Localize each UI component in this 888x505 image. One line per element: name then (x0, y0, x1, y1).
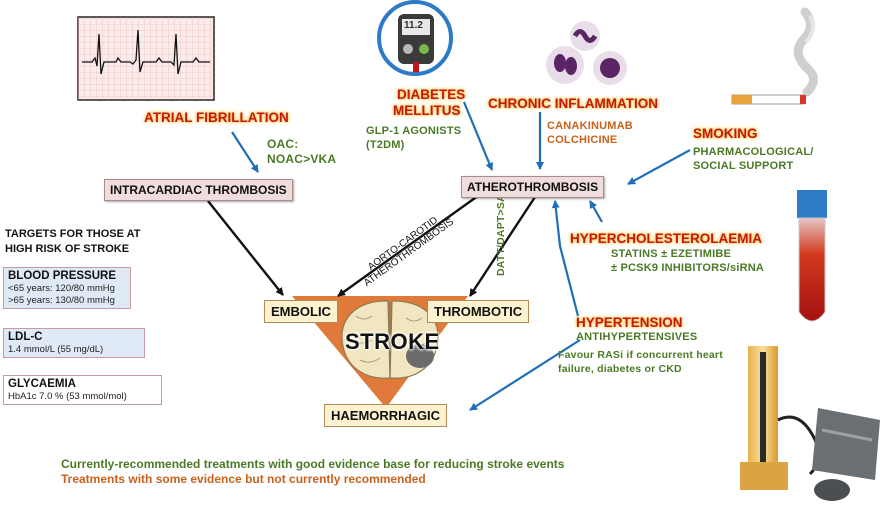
cigarette-icon (731, 7, 818, 105)
smoking-label: SMOKING (693, 126, 758, 141)
smoking-support-line1: PHARMACOLOGICAL/ (693, 146, 814, 158)
sphygmomanometer-icon (740, 346, 880, 501)
rasi-label-line1: Favour RASi if concurrent heart (558, 349, 723, 361)
chronic-inflammation-label: CHRONIC INFLAMMATION (488, 96, 658, 111)
gly-title: GLYCAEMIA (8, 378, 76, 390)
targets-heading-line2: HIGH RISK OF STROKE (5, 243, 130, 255)
pcsk9-label: ± PCSK9 INHIBITORS/siRNA (611, 262, 765, 274)
atherothrombosis-box: ATHEROTHROMBOSIS (461, 176, 605, 198)
colchicine-label: COLCHICINE (547, 134, 618, 146)
inflammatory-cells-icon (546, 21, 627, 85)
bp-title: BLOOD PRESSURE (8, 270, 116, 282)
gly-line1: HbA1c 7.0 % (53 mmol/mol) (8, 391, 127, 402)
intracardiac-thrombosis-box: INTRACARDIAC THROMBOSIS (104, 179, 293, 201)
canakinumab-label: CANAKINUMAB (547, 120, 633, 132)
oac-label-line1: OAC: (267, 137, 299, 151)
haemorrhagic-box: HAEMORRHAGIC (324, 404, 448, 427)
legend-green: Currently-recommended treatments with go… (61, 457, 565, 471)
ldl-target-box: LDL-C 1.4 mmol/L (55 mg/dL) (3, 328, 145, 358)
diabetes-label-line2: MELLITUS (393, 103, 461, 118)
glucometer-reading: 11.2 (404, 20, 423, 31)
rasi-label-line2: failure, diabetes or CKD (558, 363, 682, 375)
thrombotic-box: THROMBOTIC (427, 300, 530, 323)
stroke-title: STROKE (345, 329, 440, 354)
oac-label-line2: NOAC>VKA (267, 152, 337, 166)
glycaemia-target-box: GLYCAEMIA HbA1c 7.0 % (53 mmol/mol) (3, 375, 162, 405)
blood-tube-icon (797, 190, 827, 322)
hypertension-label: HYPERTENSION (576, 315, 683, 330)
black-arrows (207, 192, 537, 297)
brain-icon (341, 300, 439, 379)
hypercholesterolaemia-label: HYPERCHOLESTEROLAEMIA (570, 231, 763, 246)
atrial-fibrillation-label: ATRIAL FIBRILLATION (144, 110, 289, 125)
antihypertensives-label: ANTIHYPERTENSIVES (576, 331, 698, 343)
glp1-label-line2: (T2DM) (366, 139, 405, 151)
ecg-icon (77, 16, 215, 101)
bp-line2: >65 years: 130/80 mmHg (8, 295, 115, 306)
blue-arrows (231, 101, 691, 411)
glucometer-icon (377, 0, 453, 76)
ldl-line1: 1.4 mmol/L (55 mg/dL) (8, 344, 104, 355)
bp-line1: <65 years: 120/80 mmHg (8, 283, 115, 294)
targets-heading-line1: TARGETS FOR THOSE AT (5, 228, 141, 240)
embolic-box: EMBOLIC (264, 300, 338, 323)
blood-pressure-target-box: BLOOD PRESSURE <65 years: 120/80 mmHg >6… (3, 267, 131, 309)
diabetes-label-line1: DIABETES (397, 87, 466, 102)
smoking-support-line2: SOCIAL SUPPORT (693, 160, 794, 172)
statins-label: STATINS ± EZETIMIBE (611, 248, 732, 260)
legend-orange: Treatments with some evidence but not cu… (61, 472, 426, 486)
ldl-title: LDL-C (8, 331, 43, 343)
glp1-label-line1: GLP-1 AGONISTS (366, 125, 462, 137)
